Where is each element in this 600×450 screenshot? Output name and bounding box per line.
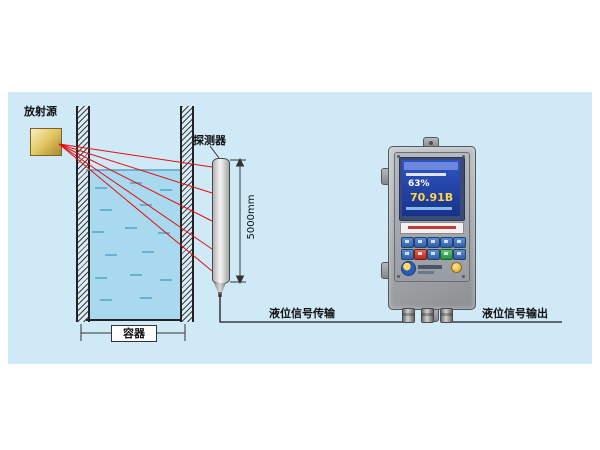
screw-icon [397,275,400,278]
model-label-strip [400,222,464,234]
keypad-button [427,249,440,260]
keypad-button-green [440,249,453,260]
signal-transmission-label: 液位信号传输 [269,307,335,320]
brand-text [418,271,434,274]
lcd-text-line [406,207,452,210]
keypad-button [401,249,414,260]
model-label-text [408,226,456,229]
detector-label: 探测器 [193,134,226,147]
brand-text [418,265,442,269]
keypad-button [440,237,453,248]
cable-gland [402,308,415,323]
vessel-label: 容器 [111,325,157,342]
cable-gland [440,308,453,323]
screw-icon [462,275,465,278]
keypad-button [414,237,427,248]
lcd-text-line [406,173,446,176]
lcd-header-bar [404,162,458,170]
tank-wall-right [180,106,194,322]
radiation-source-label: 放射源 [24,105,57,118]
keypad-button [401,237,414,248]
lcd-reading-value: 70.91B [410,191,454,204]
detector-tube [212,158,230,284]
signal-output-label: 液位信号输出 [482,307,548,320]
cable-gland [421,308,434,323]
tank-wall-left [76,106,90,322]
radiation-source-block [30,128,62,156]
water-fill [86,170,180,320]
screw-icon [397,155,400,158]
keypad-button [453,249,466,260]
detector-nozzle-tip [218,292,222,297]
detector-length-label: 5000mm [246,194,257,240]
keypad-button [453,237,466,248]
lcd-percent-value: 63% [408,179,430,189]
mounting-hole-icon [429,141,433,145]
brand-logo-icon [401,261,416,276]
screw-icon [462,155,465,158]
lcd-screen: 63% 70.91B [402,160,460,216]
detector-nozzle [214,283,226,292]
keypad-button [427,237,440,248]
quality-badge-icon [451,262,462,273]
keypad-button-red [414,249,427,260]
